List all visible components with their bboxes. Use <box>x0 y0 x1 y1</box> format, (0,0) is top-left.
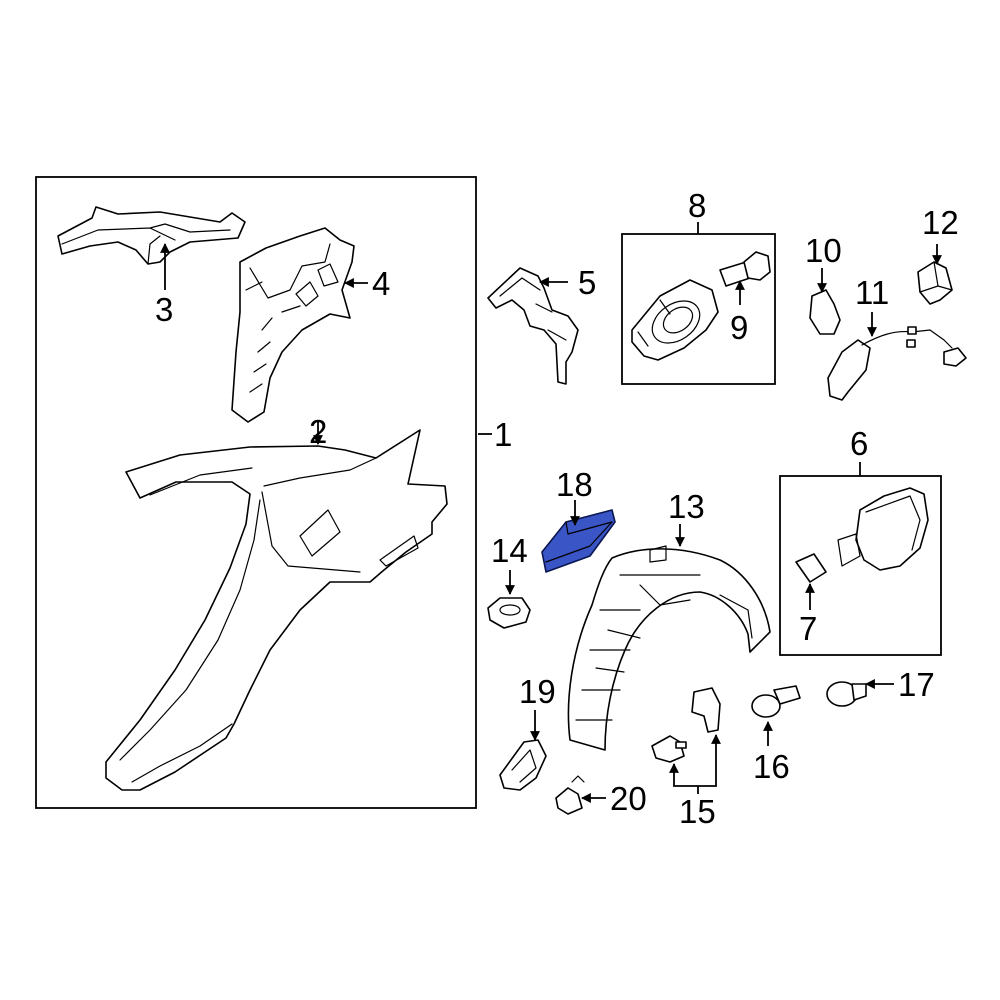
callout-18: 18 <box>556 466 593 503</box>
part-9-bolt[interactable] <box>719 251 771 287</box>
callout-14: 14 <box>491 532 528 569</box>
part-17-plug[interactable] <box>826 681 867 707</box>
callout-5: 5 <box>578 264 596 301</box>
part-7-bumper[interactable] <box>795 553 827 583</box>
callout-3: 3 <box>155 291 173 328</box>
callout-4: 4 <box>372 265 390 302</box>
part-11-door-actuator[interactable] <box>827 326 967 401</box>
part-12-connector[interactable] <box>917 261 953 305</box>
part-5-inner-bracket[interactable] <box>487 267 579 385</box>
callout-7: 7 <box>799 610 817 647</box>
part-19-grommet[interactable] <box>499 739 547 791</box>
callout-19: 19 <box>519 673 556 710</box>
part-2-quarter-panel[interactable] <box>105 429 448 791</box>
callout-labels: 1 2 3 4 5 6 7 8 9 10 11 12 13 14 15 16 1… <box>155 187 959 830</box>
callout-12: 12 <box>922 204 959 241</box>
quarter-panel-group-box <box>35 176 477 809</box>
callout-8: 8 <box>688 187 706 224</box>
part-15-fasteners[interactable] <box>651 687 721 763</box>
part-3-rail-bracket[interactable] <box>57 206 246 265</box>
callout-13: 13 <box>668 488 705 525</box>
callout-20: 20 <box>610 780 647 817</box>
part-20-clip[interactable] <box>555 775 585 815</box>
callout-6: 6 <box>850 425 868 462</box>
part-10-clip[interactable] <box>809 289 841 335</box>
callout-1: 1 <box>494 416 512 453</box>
part-13-wheelhouse-liner[interactable] <box>567 545 771 751</box>
part-14-nut[interactable] <box>487 597 531 629</box>
callout-9: 9 <box>730 309 748 346</box>
part-8-fuel-filler-housing[interactable] <box>631 279 719 361</box>
callout-15: 15 <box>679 793 716 830</box>
callout-16: 16 <box>753 748 790 785</box>
part-16-push-rivet[interactable] <box>751 685 801 718</box>
leader-lines <box>160 222 942 803</box>
callout-11: 11 <box>855 274 889 311</box>
callout-17: 17 <box>898 666 935 703</box>
part-18-highlighted-retainer[interactable] <box>541 509 616 573</box>
part-6-fuel-door[interactable] <box>837 487 929 571</box>
callout-10: 10 <box>805 232 842 269</box>
callout-2: 2 <box>309 413 327 450</box>
part-4-wheelhouse-panel[interactable] <box>231 227 355 423</box>
